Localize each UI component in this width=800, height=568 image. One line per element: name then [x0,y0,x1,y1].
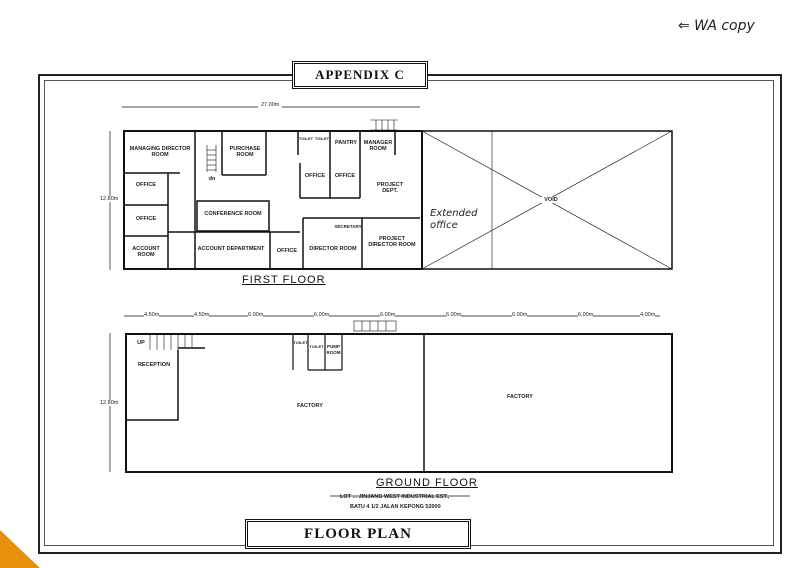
ground-floor-label: GROUND FLOOR [376,477,478,489]
handwritten-note: ⇐ WA copy [678,18,755,34]
office-3: OFFICE [135,182,157,188]
secretary: SECRETARY [334,224,362,229]
project-dept: PROJECT DEPT. [377,182,403,194]
gf-toilet-2: TOILET [309,344,324,349]
reception: RECEPTION [137,362,171,368]
toilet-2: TOILET [314,136,330,141]
floor-plan-title: FLOOR PLAN [245,519,471,549]
factory-2: FACTORY [507,394,533,400]
desk-corner [0,530,40,568]
account-room: ACCOUNT ROOM [132,246,160,258]
purchase-room: PURCHASE ROOM [229,146,261,158]
address-line-2: BATU 4 1/2 JALAN KEPONG 52000 [350,504,441,510]
conference-room: CONFERENCE ROOM [204,211,262,217]
extended-office-note: Extended office [430,208,478,231]
dim-6: 6.00m [446,312,462,318]
account-department: ACCOUNT DEPARTMENT [197,246,265,252]
project-director-room: PROJECT DIRECTOR ROOM [368,236,416,248]
dim-4: 6.00m [314,312,330,318]
dim-5: 6.00m [380,312,396,318]
factory-1: FACTORY [297,403,323,409]
first-floor-label: FIRST FLOOR [242,274,326,286]
address-line-1: LOT ... JINJANG WEST INDUSTRIAL EST., [340,494,450,500]
dim-2: 4.50m [194,312,210,318]
gf-toilet-1: TOILET [293,340,308,345]
toilet-1: TOILET [298,136,314,141]
ground-height-dimension: 12.80m [100,400,119,406]
dim-7: 6.00m [512,312,528,318]
appendix-title: APPENDIX C [292,61,428,89]
manager-room: MANAGER ROOM [363,140,393,152]
height-dimension: 12.80m [100,196,119,202]
office-5: OFFICE [276,248,298,254]
managing-director-room: MANAGING DIRECTOR ROOM [129,146,191,158]
pump-room: PUMP ROOM [326,344,341,355]
void-label: VOID [536,197,566,203]
dim-8: 6.00m [578,312,594,318]
dim-1: 4.50m [144,312,160,318]
stair-up: UP [137,340,145,346]
dim-9: 4.00m [640,312,656,318]
width-dimension: 27.00m [258,102,283,108]
office-2: OFFICE [334,173,356,179]
office-4: OFFICE [135,216,157,222]
office-1: OFFICE [304,173,326,179]
stair-dn: dn [208,176,216,182]
pantry: PANTRY [335,140,357,146]
director-room: DIRECTOR ROOM [309,246,357,252]
dim-3: 6.00m [248,312,264,318]
